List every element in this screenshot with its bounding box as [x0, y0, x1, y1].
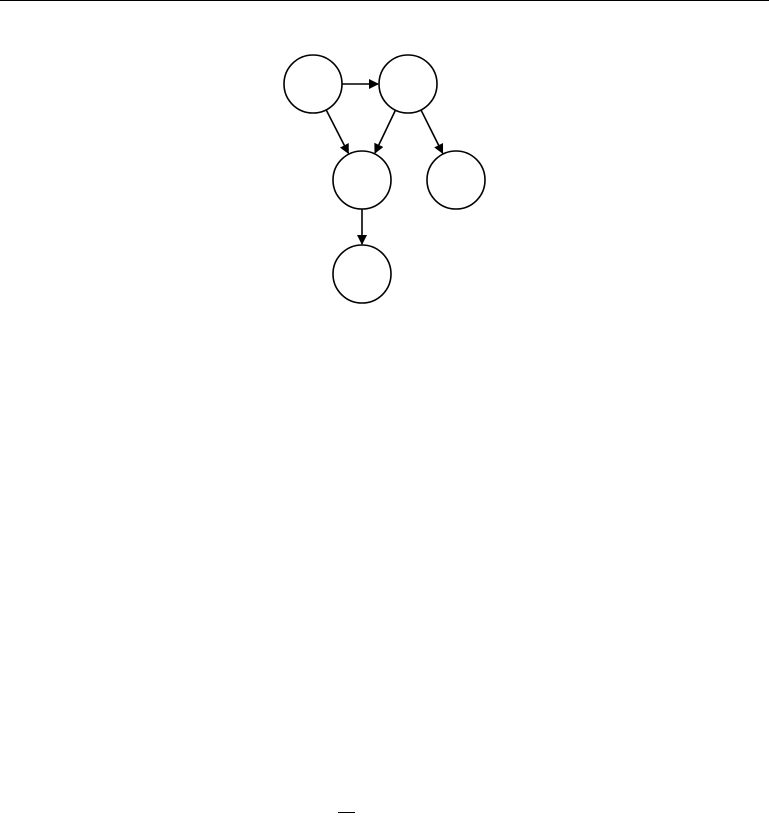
node-n1	[283, 54, 343, 114]
edge-n2-n4-arrow	[420, 109, 444, 155]
top-rule	[0, 0, 769, 1]
node-n3	[332, 150, 392, 210]
node-n4	[426, 150, 486, 210]
edge-n2-n3-arrow	[374, 109, 397, 154]
node-n2	[378, 54, 438, 114]
node-n5	[332, 244, 392, 304]
edge-n1-n3-arrow	[325, 109, 350, 155]
bottom-mark	[338, 812, 355, 813]
